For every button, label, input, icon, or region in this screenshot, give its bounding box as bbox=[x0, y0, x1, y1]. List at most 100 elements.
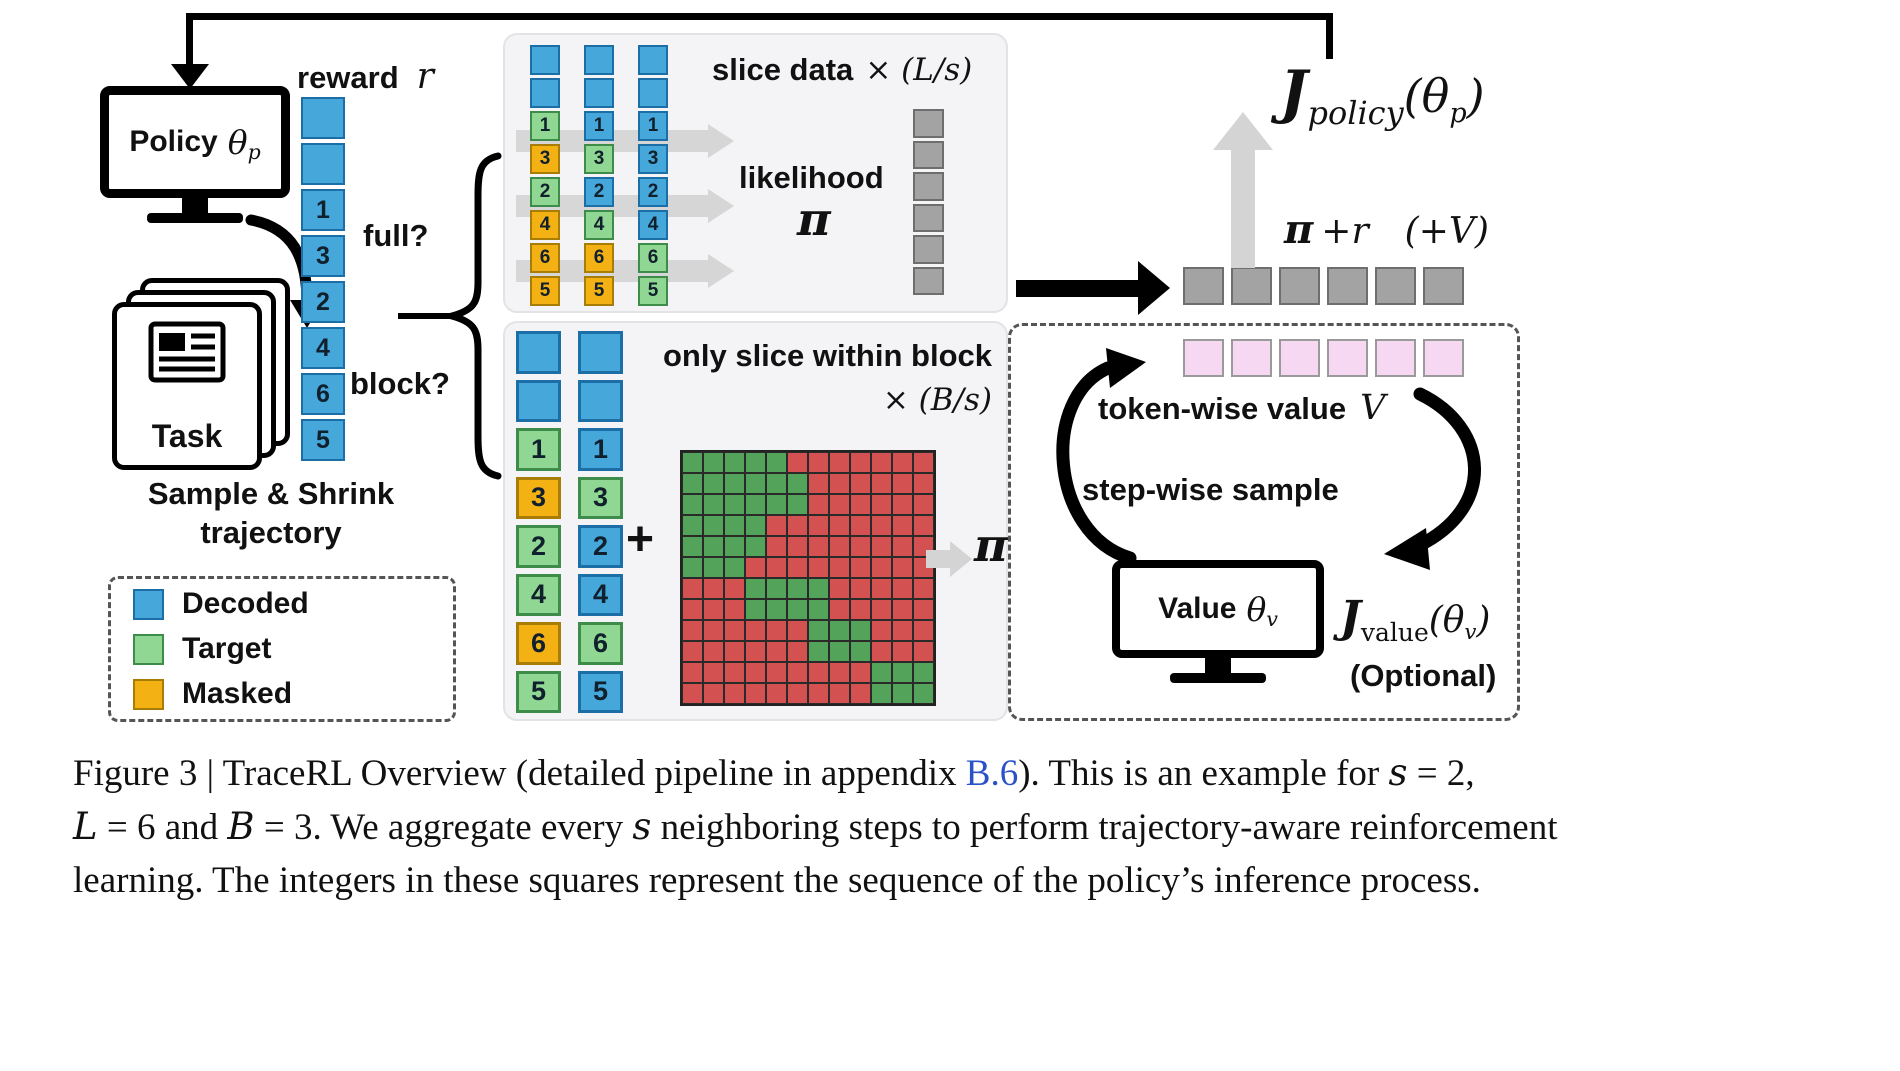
token-cell bbox=[1327, 339, 1368, 377]
mask-cell bbox=[766, 452, 787, 473]
mask-cell bbox=[829, 515, 850, 536]
sample-shrink-label: Sample & Shrink trajectory bbox=[95, 474, 447, 552]
mask-cell bbox=[745, 683, 766, 704]
block-title: only slice within block × (B/s) bbox=[620, 338, 992, 418]
mask-cell bbox=[808, 641, 829, 662]
mask-cell bbox=[787, 620, 808, 641]
to-objective-arrow-body bbox=[1016, 280, 1138, 297]
block-pi: π bbox=[974, 518, 1008, 572]
mask-cell bbox=[766, 620, 787, 641]
token-cell bbox=[913, 109, 944, 138]
token-cell bbox=[1183, 267, 1224, 305]
token-cell bbox=[913, 140, 944, 169]
j-value-arg-close: ) bbox=[1476, 600, 1491, 641]
mask-cell bbox=[871, 662, 892, 683]
token-cell: 5 bbox=[584, 276, 614, 306]
policy-objective-arrow-body bbox=[1231, 150, 1255, 268]
legend-swatch-masked bbox=[133, 678, 164, 710]
token-cell bbox=[301, 97, 345, 139]
attention-mask-grid bbox=[680, 450, 936, 706]
mask-cell bbox=[829, 473, 850, 494]
mask-cell bbox=[787, 683, 808, 704]
mask-cell bbox=[871, 683, 892, 704]
mask-cell bbox=[850, 641, 871, 662]
mask-cell bbox=[892, 641, 913, 662]
token-cell: 6 bbox=[584, 243, 614, 273]
mask-cell bbox=[703, 599, 724, 620]
likelihood-pi: π bbox=[797, 192, 831, 246]
mask-cell bbox=[829, 662, 850, 683]
plus-r-symbol: +r bbox=[1321, 211, 1369, 252]
mask-cell bbox=[724, 662, 745, 683]
mask-cell bbox=[829, 683, 850, 704]
token-cell: 5 bbox=[530, 276, 560, 306]
mask-cell bbox=[808, 683, 829, 704]
caption-link[interactable]: B.6 bbox=[965, 753, 1019, 794]
token-cell bbox=[638, 45, 668, 75]
j-value-label: Jvalue(θv) bbox=[1340, 592, 1491, 647]
mask-cell bbox=[682, 536, 703, 557]
monitor-stand bbox=[182, 198, 208, 213]
slice-data-text: slice data bbox=[712, 52, 854, 87]
mask-cell bbox=[745, 494, 766, 515]
token-cell: 1 bbox=[530, 111, 560, 141]
mask-cell bbox=[892, 557, 913, 578]
mask-cell bbox=[871, 515, 892, 536]
mask-cell bbox=[913, 578, 934, 599]
reward-symbol: r bbox=[416, 56, 434, 97]
mask-cell bbox=[808, 662, 829, 683]
mask-cell bbox=[787, 641, 808, 662]
pi-symbol: π bbox=[1284, 206, 1314, 253]
mask-cell bbox=[913, 515, 934, 536]
token-cell bbox=[913, 266, 944, 295]
token-cell: 5 bbox=[578, 670, 623, 713]
token-cell bbox=[530, 78, 560, 108]
token-cell bbox=[913, 203, 944, 232]
mask-cell bbox=[766, 515, 787, 536]
mask-cell bbox=[892, 452, 913, 473]
token-cell bbox=[913, 235, 944, 264]
mask-cell bbox=[724, 641, 745, 662]
token-cell bbox=[584, 78, 614, 108]
value-cycle-arrow-left bbox=[1056, 348, 1146, 565]
caption-text: ). This is an example for bbox=[1018, 753, 1389, 794]
mask-cell bbox=[871, 473, 892, 494]
token-cell: 6 bbox=[638, 243, 668, 273]
value-theta-subscript: v bbox=[1266, 607, 1278, 632]
legend-label: Masked bbox=[182, 677, 293, 710]
mask-cell bbox=[871, 620, 892, 641]
token-cell: 2 bbox=[301, 281, 345, 323]
mask-cell bbox=[808, 557, 829, 578]
mask-cell bbox=[745, 578, 766, 599]
mask-cell bbox=[703, 641, 724, 662]
caption-line-3: learning. The integers in these squares … bbox=[73, 854, 1873, 907]
mask-cell bbox=[913, 662, 934, 683]
value-monitor-stand bbox=[1205, 658, 1231, 673]
mask-cell bbox=[703, 494, 724, 515]
mask-cell bbox=[703, 557, 724, 578]
mask-cell bbox=[745, 662, 766, 683]
mask-to-pi-arrow-body bbox=[926, 550, 950, 568]
legend-label: Decoded bbox=[182, 587, 309, 620]
mask-cell bbox=[703, 578, 724, 599]
newspaper-icon bbox=[148, 321, 226, 383]
mask-cell bbox=[829, 494, 850, 515]
mask-cell bbox=[808, 494, 829, 515]
mask-cell bbox=[682, 515, 703, 536]
token-cell: 5 bbox=[638, 276, 668, 306]
mask-cell bbox=[892, 578, 913, 599]
caption-text: = 3. We aggregate every bbox=[254, 807, 633, 848]
mask-cell bbox=[892, 473, 913, 494]
reward-label: reward bbox=[297, 60, 399, 95]
mask-cell bbox=[871, 557, 892, 578]
value-monitor-screen: Value θv bbox=[1112, 560, 1324, 658]
mask-cell bbox=[850, 452, 871, 473]
mask-cell bbox=[766, 599, 787, 620]
task-label: Task bbox=[151, 418, 223, 454]
token-cell: 4 bbox=[530, 210, 560, 240]
mask-cell bbox=[913, 452, 934, 473]
mask-cell bbox=[724, 536, 745, 557]
